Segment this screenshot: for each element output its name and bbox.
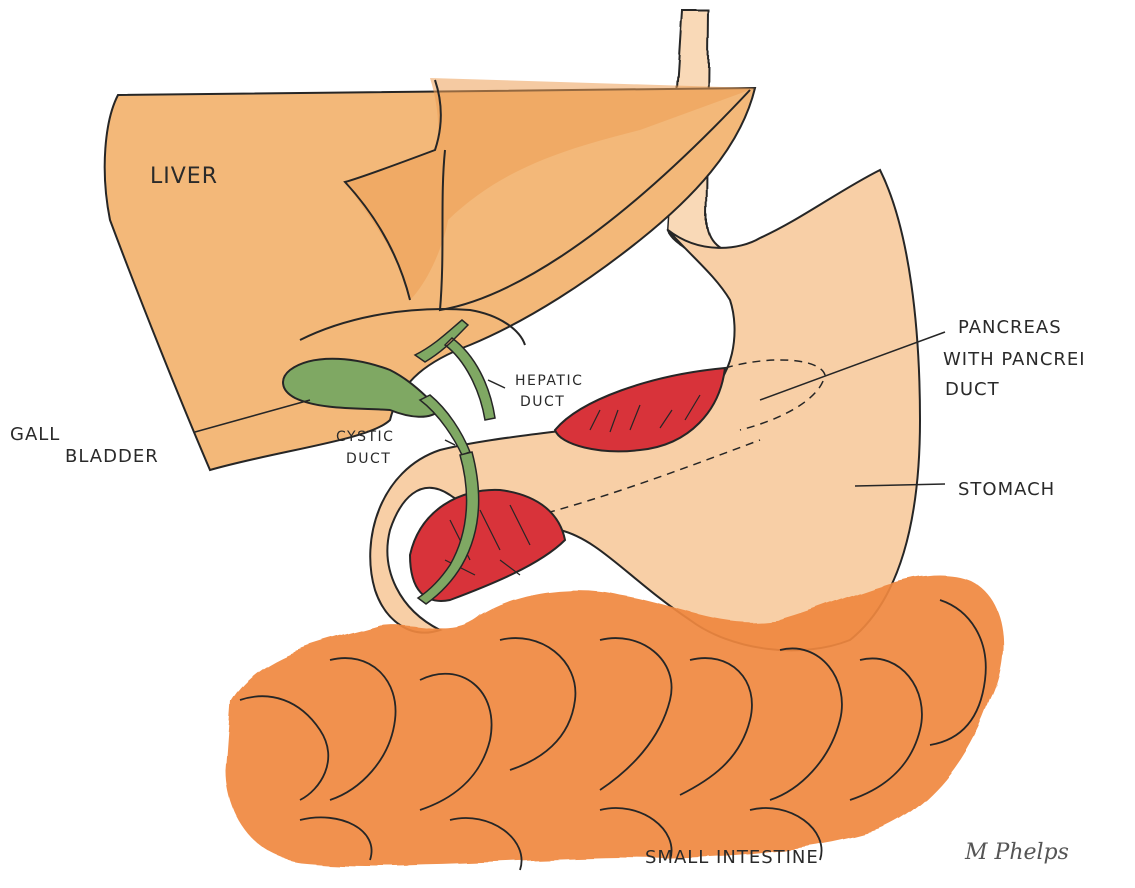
small-intestine-label: SMALL INTESTINE [645,848,819,868]
cystic-duct-label-line2: DUCT [346,452,391,467]
pancreas-label-line2: WITH PANCREI [943,350,1086,370]
hepatic-duct-leader [488,380,505,388]
hepatic-duct-label-line2: DUCT [520,395,565,410]
small-intestine [225,575,1003,866]
pancreas-head [410,490,565,601]
liver-label: LIVER [150,165,218,189]
gall-bladder-label-line2: BLADDER [65,447,159,467]
artist-signature: M Phelps [965,840,1069,865]
cystic-duct-leader [445,440,455,445]
hepatic-duct-label-line1: HEPATIC [515,374,583,389]
cystic-duct [420,395,470,455]
cystic-duct-label-line1: CYSTIC [336,430,394,445]
gall-bladder-label-line1: GALL [10,425,60,445]
pancreas-label-line3: DUCT [945,380,1000,400]
pancreas-label-line1: PANCREAS [958,318,1062,338]
stomach-label: STOMACH [958,480,1055,500]
